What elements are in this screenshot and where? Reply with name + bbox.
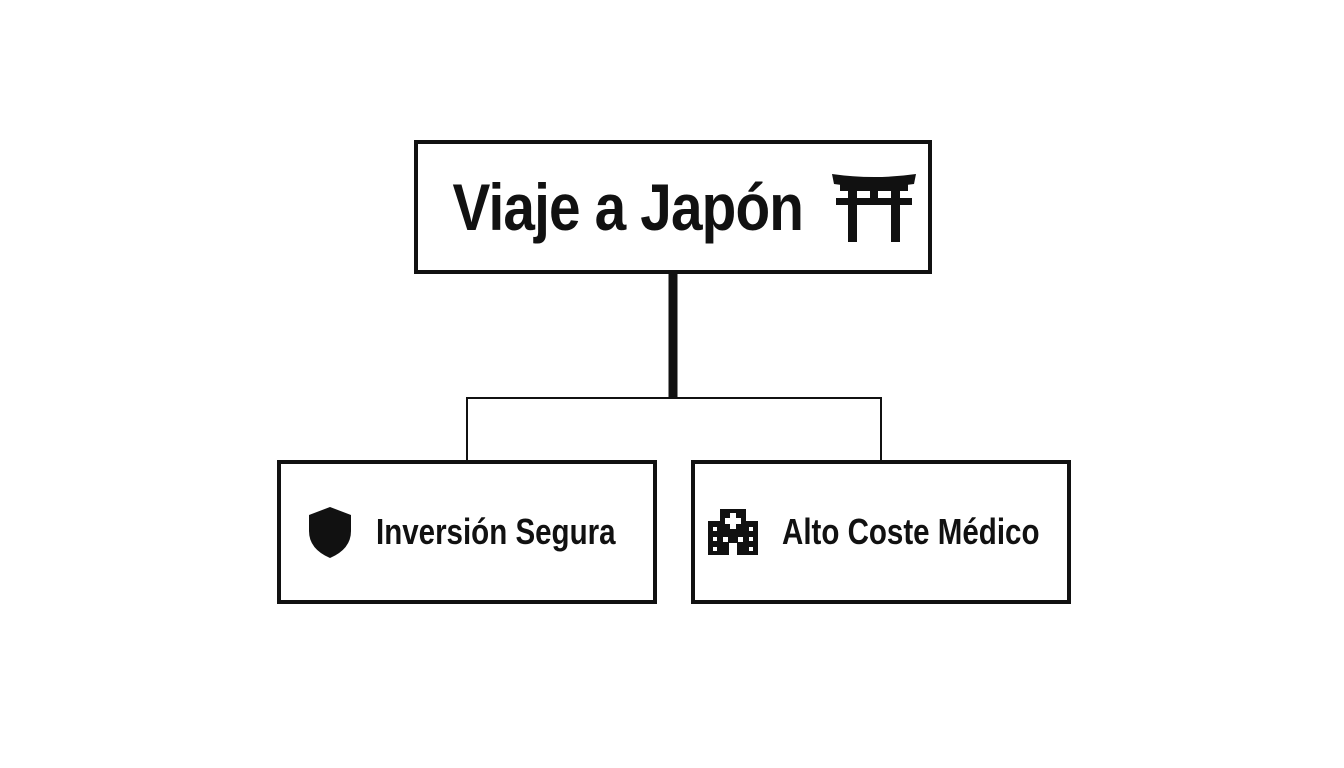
child-node-label: Alto Coste Médico <box>781 511 1040 552</box>
root-node: Viaje a Japón <box>414 140 932 274</box>
hospital-icon <box>706 507 760 557</box>
torii-gate-icon <box>826 170 922 244</box>
root-node-label: Viaje a Japón <box>452 170 804 244</box>
child-node-label: Inversión Segura <box>375 511 616 552</box>
child-node-inversion-segura: Inversión Segura <box>277 460 657 604</box>
child-node-alto-coste-medico: Alto Coste Médico <box>691 460 1071 604</box>
shield-icon <box>306 505 354 559</box>
